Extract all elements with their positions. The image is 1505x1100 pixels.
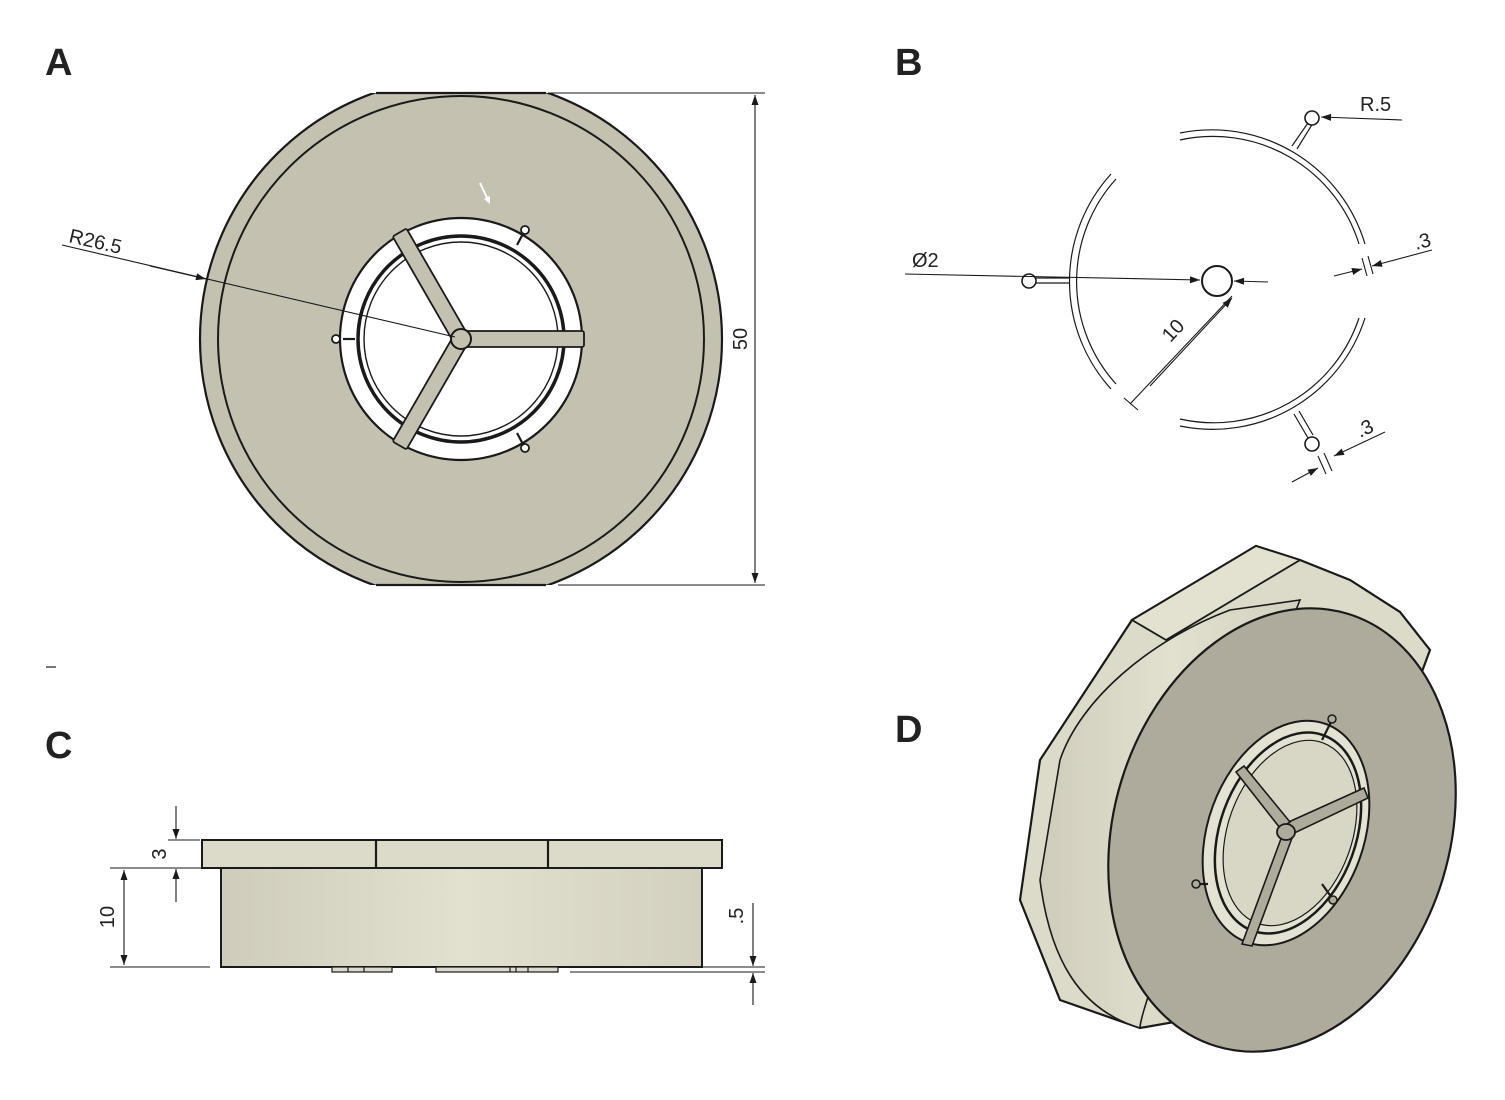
arc-segments: [1068, 129, 1366, 430]
svg-text:50: 50: [730, 328, 752, 350]
svg-text:3: 3: [149, 848, 171, 859]
svg-text:.5: .5: [726, 908, 748, 925]
svg-text:Ø2: Ø2: [912, 250, 939, 272]
dim-foot-height: .5: [570, 903, 765, 1005]
panel-d-label: D: [895, 709, 922, 751]
svg-text:R26.5: R26.5: [67, 225, 124, 258]
svg-text:10: 10: [97, 906, 119, 928]
panel-b: B R.5: [895, 42, 1434, 483]
panel-c: C 3 10: [45, 725, 765, 1005]
svg-text:.3: .3: [1412, 229, 1434, 255]
side-body: [220, 867, 703, 968]
panel-b-label: B: [895, 42, 922, 84]
side-feet: [331, 966, 559, 973]
dim-inner-radius: 10: [1123, 295, 1233, 411]
spokes: [392, 228, 585, 450]
svg-text:.3: .3: [1353, 416, 1377, 443]
panel-c-label: C: [45, 725, 72, 767]
svg-text:10: 10: [1158, 315, 1189, 346]
center-hole: [1201, 265, 1233, 297]
side-flange: [201, 839, 723, 869]
dim-body-height: 10: [97, 870, 210, 968]
panel-d: D: [895, 544, 1457, 1053]
dim-gap-upper: .3: [1333, 229, 1434, 277]
pin-arms: [1021, 110, 1320, 452]
svg-text:R.5: R.5: [1360, 94, 1391, 116]
panel-a-label: A: [45, 42, 72, 84]
arm-pins: [331, 225, 530, 453]
dim-hole-radius: R.5: [1320, 94, 1403, 121]
dim-height: 50: [548, 92, 765, 586]
dim-center-diameter: Ø2: [904, 250, 1269, 285]
panel-a: A: [45, 42, 765, 587]
center-hub: [450, 328, 472, 350]
isometric-part: [1018, 544, 1457, 1053]
dim-flange-thickness: 3: [110, 806, 219, 902]
